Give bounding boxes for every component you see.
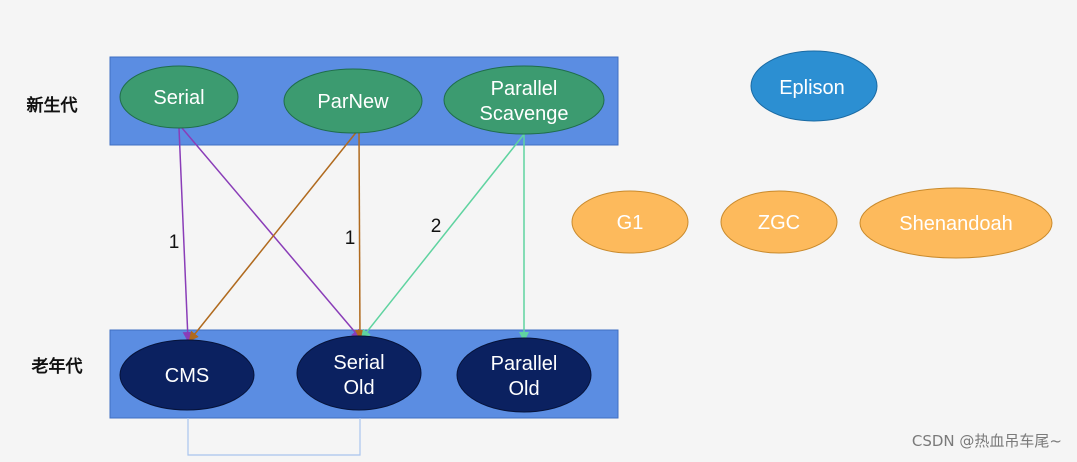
node-shenandoah: Shenandoah: [859, 187, 1053, 259]
edge-scavenge-to-serial-old: [360, 132, 526, 340]
edge-parnew-to-cms: [188, 129, 359, 342]
node-parallel-old-label-line1: Parallel: [491, 353, 558, 375]
node-parallel-scavenge-label-line2: Scavenge: [480, 103, 569, 125]
node-parallel-old: Parallel Old: [456, 337, 592, 413]
edge-label-parnew-serial-old: 1: [345, 228, 356, 249]
node-parallel-scavenge: Parallel Scavenge: [443, 65, 605, 135]
node-parnew-label: ParNew: [317, 91, 389, 113]
node-parallel-old-shape: [456, 337, 592, 413]
node-eplison-shape: [750, 50, 878, 122]
watermark: CSDN @热血吊车尾~: [912, 432, 1062, 450]
node-serial-old-label-line2: Old: [343, 377, 374, 399]
young-generation-label: 新生代: [27, 95, 78, 116]
node-parallel-scavenge-shape: [443, 65, 605, 135]
node-parnew: ParNew: [283, 68, 423, 134]
node-serial-shape: [119, 65, 239, 129]
edge-parnew-to-serial-old: [354, 129, 365, 340]
edge-serial-to-cms: [178, 127, 193, 342]
node-zgc-shape: [720, 190, 838, 254]
node-cms: CMS: [119, 339, 255, 411]
node-cms-label: CMS: [165, 365, 209, 387]
node-zgc: ZGC: [720, 190, 838, 254]
node-serial: Serial: [119, 65, 239, 129]
node-serial-old-label-line1: Serial: [333, 352, 384, 374]
node-parallel-scavenge-label-line1: Parallel: [491, 78, 558, 100]
cms-serial-old-connector: [187, 418, 361, 456]
node-g1-shape: [571, 190, 689, 254]
node-eplison: Eplison: [750, 50, 878, 122]
old-generation-label: 老年代: [31, 356, 83, 377]
node-eplison-label: Eplison: [779, 77, 845, 99]
node-parallel-old-label-line2: Old: [508, 378, 539, 400]
node-parnew-shape: [283, 68, 423, 134]
node-g1-label: G1: [617, 212, 644, 234]
node-serial-old: Serial Old: [296, 335, 422, 411]
node-cms-shape: [119, 339, 255, 411]
node-g1: G1: [571, 190, 689, 254]
edge-serial-to-serial-old: [181, 127, 362, 340]
edge-label-serial-cms: 1: [169, 232, 180, 253]
edge-label-scavenge-serial-old: 2: [431, 216, 442, 237]
node-shenandoah-label: Shenandoah: [899, 213, 1012, 235]
node-serial-old-shape: [296, 335, 422, 411]
node-zgc-label: ZGC: [758, 212, 800, 234]
node-shenandoah-shape: [859, 187, 1053, 259]
node-serial-label: Serial: [153, 87, 204, 109]
